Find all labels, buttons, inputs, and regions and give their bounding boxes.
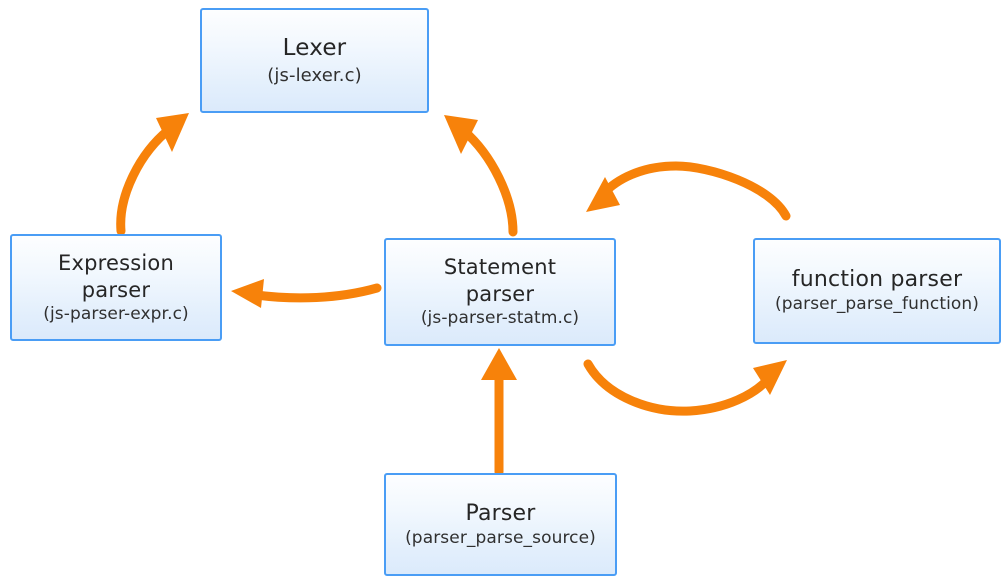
node-statement-parser[interactable]: Statement parser (js-parser-statm.c) [384,238,616,346]
node-parser-subtitle: (parser_parse_source) [405,527,596,548]
node-lexer-title: Lexer [282,35,347,62]
node-function-parser[interactable]: function parser (parser_parse_function) [753,238,1001,344]
edge-expression-to-lexer [116,113,189,236]
node-expression-parser[interactable]: Expression parser (js-parser-expr.c) [10,234,222,341]
edge-statement-to-expression [231,279,382,308]
node-lexer[interactable]: Lexer (js-lexer.c) [200,8,429,113]
node-statement-parser-title-line2: parser [465,282,535,307]
node-expression-parser-subtitle: (js-parser-expr.c) [43,303,189,324]
node-function-parser-subtitle: (parser_parse_function) [774,294,980,315]
edge-statement-to-lexer [444,115,518,237]
edge-parser-to-statement [481,348,517,477]
node-statement-parser-subtitle: (js-parser-statm.c) [420,308,580,328]
edge-function-to-statement [586,161,791,221]
node-expression-parser-title-line1: Expression [58,250,174,275]
node-function-parser-title: function parser [791,267,963,293]
node-parser-title: Parser [465,500,536,526]
node-parser[interactable]: Parser (parser_parse_source) [384,473,617,576]
node-statement-parser-title-line1: Statement [443,255,557,280]
node-expression-parser-title-line2: parser [81,277,151,302]
edge-statement-to-function [583,359,787,416]
node-lexer-subtitle: (js-lexer.c) [267,64,362,86]
